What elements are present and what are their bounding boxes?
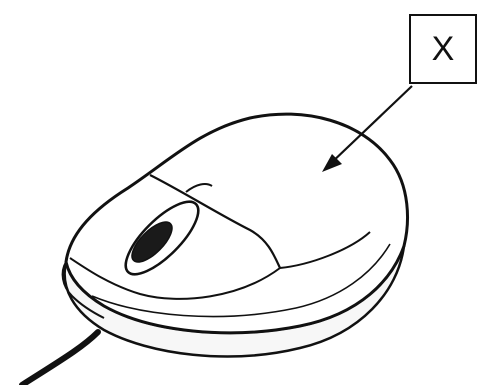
label-box-x: X: [409, 14, 477, 84]
mouse-cable: [22, 332, 98, 385]
label-text: X: [432, 32, 455, 66]
